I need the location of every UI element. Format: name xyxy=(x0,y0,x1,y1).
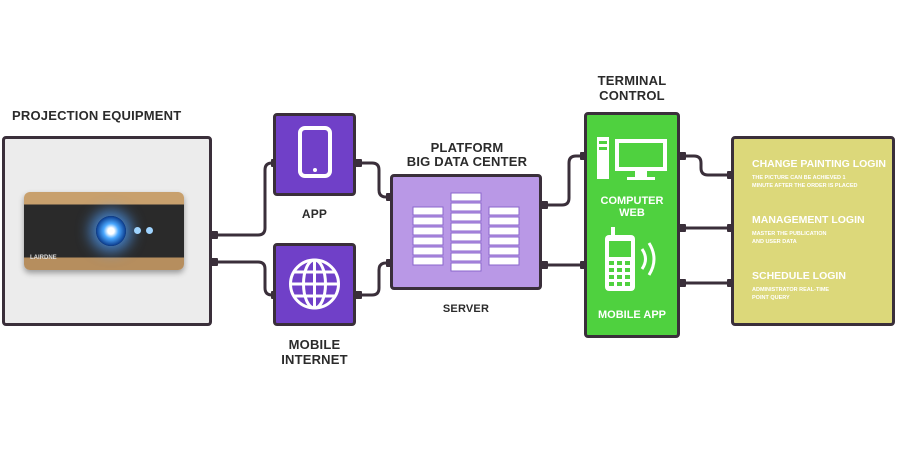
change-painting-login-title: CHANGE PAINTING LOGIN xyxy=(752,158,886,170)
computer-label-line2: WEB xyxy=(619,207,645,219)
app-box xyxy=(273,113,356,196)
connector-projector-app xyxy=(212,161,273,237)
projector-brand-text: LAIRDNE xyxy=(30,255,57,261)
projector-lens-icon xyxy=(96,216,126,246)
schedule-login-title: SCHEDULE LOGIN xyxy=(752,270,846,282)
connector-projector-mobile-internet xyxy=(212,260,273,297)
desktop-computer-icon xyxy=(597,137,667,180)
management-login-title: MANAGEMENT LOGIN xyxy=(752,214,865,226)
terminal-title-line2: CONTROL xyxy=(599,88,665,103)
platform-title-line2: BIG DATA CENTER xyxy=(406,154,528,169)
connector-terminal-change-login xyxy=(680,154,731,177)
management-login-desc-line1: MASTER THE PUBLICATION xyxy=(752,231,827,237)
change-painting-login-desc-line2: MINUTE AFTER THE ORDER IS PLACED xyxy=(752,183,858,189)
globe-icon xyxy=(289,258,340,310)
app-label: APP xyxy=(301,207,328,221)
platform-title-line1: PLATFORM xyxy=(430,140,504,155)
mobile-internet-label-line1: MOBILE xyxy=(288,337,341,352)
terminal-title-line1: TERMINAL xyxy=(597,73,667,88)
change-painting-login-desc-line1: THE PICTURE CAN BE ACHIEVED 1 xyxy=(752,175,846,181)
projector-indicator-icon xyxy=(134,227,141,234)
schedule-login-desc-line1: ADMINISTRATOR REAL-TIME xyxy=(752,287,830,293)
computer-label-line1: COMPUTER xyxy=(600,195,664,207)
mobile-internet-label-line2: INTERNET xyxy=(281,352,348,367)
schedule-login-desc-line2: POINT QUERY xyxy=(752,295,790,301)
tablet-icon xyxy=(298,126,332,178)
connector-server-computer xyxy=(542,154,584,207)
mobile-app-label: MOBILE APP xyxy=(597,309,667,321)
login-panel xyxy=(731,136,895,326)
connector-mobile-internet-server xyxy=(356,261,390,297)
server-rack-icon xyxy=(412,192,520,272)
projection-equipment-title: PROJECTION EQUIPMENT xyxy=(12,108,182,123)
server-box xyxy=(390,174,542,290)
terminal-control-box: COMPUTER WEB MOBILE APP xyxy=(584,112,680,338)
connector-app-server xyxy=(356,161,390,199)
mobile-phone-icon xyxy=(605,227,656,291)
mobile-internet-box xyxy=(273,243,356,326)
management-login-desc-line2: AND USER DATA xyxy=(752,239,797,245)
server-label: SERVER xyxy=(442,303,490,315)
projector-indicator-icon xyxy=(146,227,153,234)
